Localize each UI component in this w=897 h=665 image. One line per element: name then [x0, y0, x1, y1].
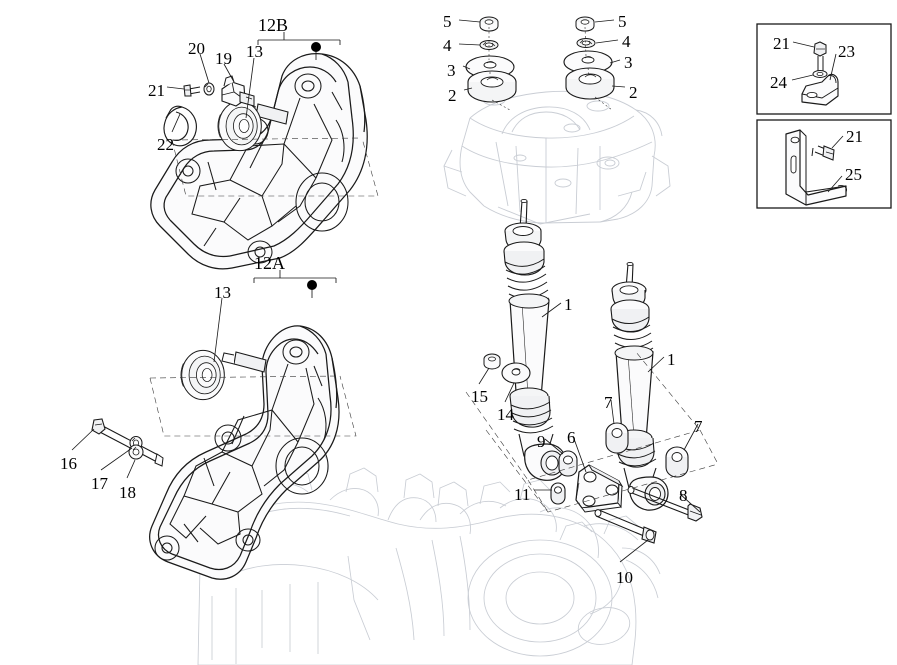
spacer-bush-7-left — [605, 422, 629, 454]
callout-21-inset-bottom: 21 — [846, 127, 863, 146]
callout-7-left: 7 — [604, 393, 613, 412]
lock-washer-4-right — [576, 38, 596, 48]
upper-mount-stack-right — [563, 16, 615, 111]
callout-14: 14 — [497, 405, 514, 424]
assembly-axis-lines — [149, 137, 719, 513]
bracket-12B-truss — [175, 73, 349, 264]
callout-1-left: 1 — [564, 295, 573, 314]
callout-13-lower: 13 — [214, 283, 231, 302]
shock-absorber-right — [610, 261, 669, 511]
callout-12B: 12B — [258, 15, 289, 35]
screw-21-sensor — [183, 84, 201, 97]
callout-19: 19 — [215, 49, 232, 68]
shock-absorber-left — [503, 198, 567, 481]
nut-5-right — [575, 16, 595, 32]
callout-13-upper: 13 — [246, 42, 263, 61]
callout-9: 9 — [537, 432, 546, 451]
callout-24: 24 — [770, 73, 787, 92]
callout-11: 11 — [514, 485, 531, 504]
spacer-11 — [550, 482, 566, 505]
callout-16: 16 — [60, 454, 77, 473]
callout-5-left: 5 — [443, 12, 452, 31]
callout-15: 15 — [471, 387, 488, 406]
callout-8: 8 — [679, 486, 688, 505]
hex-bolt-16 — [91, 418, 164, 467]
callout-4-right: 4 — [622, 32, 631, 51]
washer-3-right — [563, 50, 613, 74]
callout-3-right: 3 — [624, 53, 633, 72]
spacer-9 — [558, 450, 578, 477]
group-dot-12B — [311, 42, 321, 52]
bracket-12A-truss — [154, 339, 329, 561]
nut-15 — [483, 353, 501, 370]
callout-25: 25 — [845, 165, 862, 184]
nut-5-left — [479, 16, 499, 32]
callout-4-left: 4 — [443, 36, 452, 55]
rubber-mount-2-right — [565, 67, 615, 100]
callout-18: 18 — [119, 483, 136, 502]
callout-12A: 12A — [254, 253, 285, 273]
callout-23: 23 — [838, 42, 855, 61]
callout-5-right: 5 — [618, 12, 627, 31]
washer-18 — [128, 444, 144, 460]
sensor-body-19 — [221, 75, 255, 107]
triangular-link-plate-6 — [575, 464, 624, 513]
upper-mount-stack-left — [465, 16, 517, 111]
callout-1-right: 1 — [667, 350, 676, 369]
callout-6: 6 — [567, 428, 576, 447]
leader-lines — [71, 19, 844, 563]
callout-22: 22 — [157, 135, 174, 154]
callout-2-right: 2 — [629, 83, 638, 102]
callout-20: 20 — [188, 39, 205, 58]
hex-flange-bolt-8 — [627, 486, 703, 522]
frame-body-ghost — [443, 90, 671, 225]
callout-10: 10 — [616, 568, 633, 587]
support-bracket-12B — [150, 53, 368, 270]
callout-17: 17 — [91, 474, 108, 493]
callout-21-inset-top: 21 — [773, 34, 790, 53]
inset-bottom-contents — [785, 129, 847, 206]
bearing-13-upper — [217, 100, 262, 152]
rubber-mount-2-left — [467, 70, 517, 103]
retaining-clip-22 — [163, 105, 197, 147]
bearing-13-lower — [180, 349, 225, 401]
socket-head-bolt-10 — [594, 509, 657, 544]
spacer-bush-7-right — [665, 446, 689, 478]
callout-21-sensor: 21 — [148, 81, 165, 100]
spring-washer-20 — [203, 82, 215, 96]
engine-ghost-outline — [197, 451, 661, 665]
callout-2-left: 2 — [448, 86, 457, 105]
bracket-12A-hub-shaft — [221, 351, 267, 373]
washer-14 — [501, 362, 531, 384]
group-dot-12A — [307, 280, 317, 290]
inset-top-contents — [801, 41, 839, 106]
callout-7-right: 7 — [694, 417, 703, 436]
callout-3-left: 3 — [447, 61, 456, 80]
